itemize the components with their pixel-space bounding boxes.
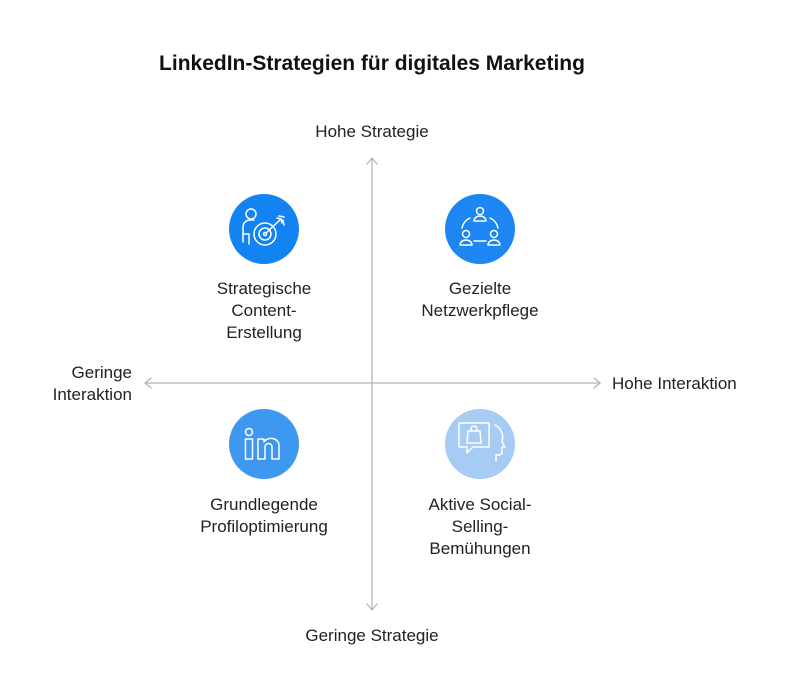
quadrant-label-line: Content- xyxy=(231,301,297,320)
quadrant-label-bottom-right: Aktive Social- Selling- Bemühungen xyxy=(390,494,570,560)
network-people-icon xyxy=(445,194,515,264)
axis-label-left-line: Geringe xyxy=(71,363,132,382)
axis-label-left-line: Interaktion xyxy=(52,385,132,404)
quadrant-label-line: Erstellung xyxy=(226,323,302,342)
quadrant-label-line: Aktive Social- xyxy=(428,495,532,514)
quadrant-label-line: Grundlegende xyxy=(210,495,318,514)
axis-label-bottom: Geringe Strategie xyxy=(305,626,439,645)
quadrant-label-bottom-left: Grundlegende Profiloptimierung xyxy=(164,494,364,538)
target-person-icon xyxy=(229,194,299,264)
axis-label-right: Hohe Interaktion xyxy=(612,374,737,393)
linkedin-icon xyxy=(229,409,299,479)
shopping-chat-icon xyxy=(445,409,515,479)
quadrant-label-line: Strategische xyxy=(216,279,312,298)
quadrant-label-line: Profiloptimierung xyxy=(200,517,328,536)
diagram-title: LinkedIn-Strategien für digitales Market… xyxy=(159,52,585,75)
arrow-up xyxy=(366,156,378,165)
arrow-down xyxy=(366,603,378,612)
quadrant-label-line: Netzwerkpflege xyxy=(421,301,539,320)
axis-label-left: Geringe Interaktion xyxy=(20,362,132,406)
quadrant-label-top-right: Gezielte Netzwerkpflege xyxy=(390,278,570,322)
quadrant-label-line: Bemühungen xyxy=(429,539,531,558)
quadrant-label-line: Gezielte xyxy=(448,279,512,298)
arrow-left xyxy=(143,377,152,389)
axis-label-top: Hohe Strategie xyxy=(315,122,429,141)
quadrant-label-line: Selling- xyxy=(451,517,509,536)
arrow-right xyxy=(593,377,602,389)
quadrant-label-top-left: Strategische Content- Erstellung xyxy=(174,278,354,344)
